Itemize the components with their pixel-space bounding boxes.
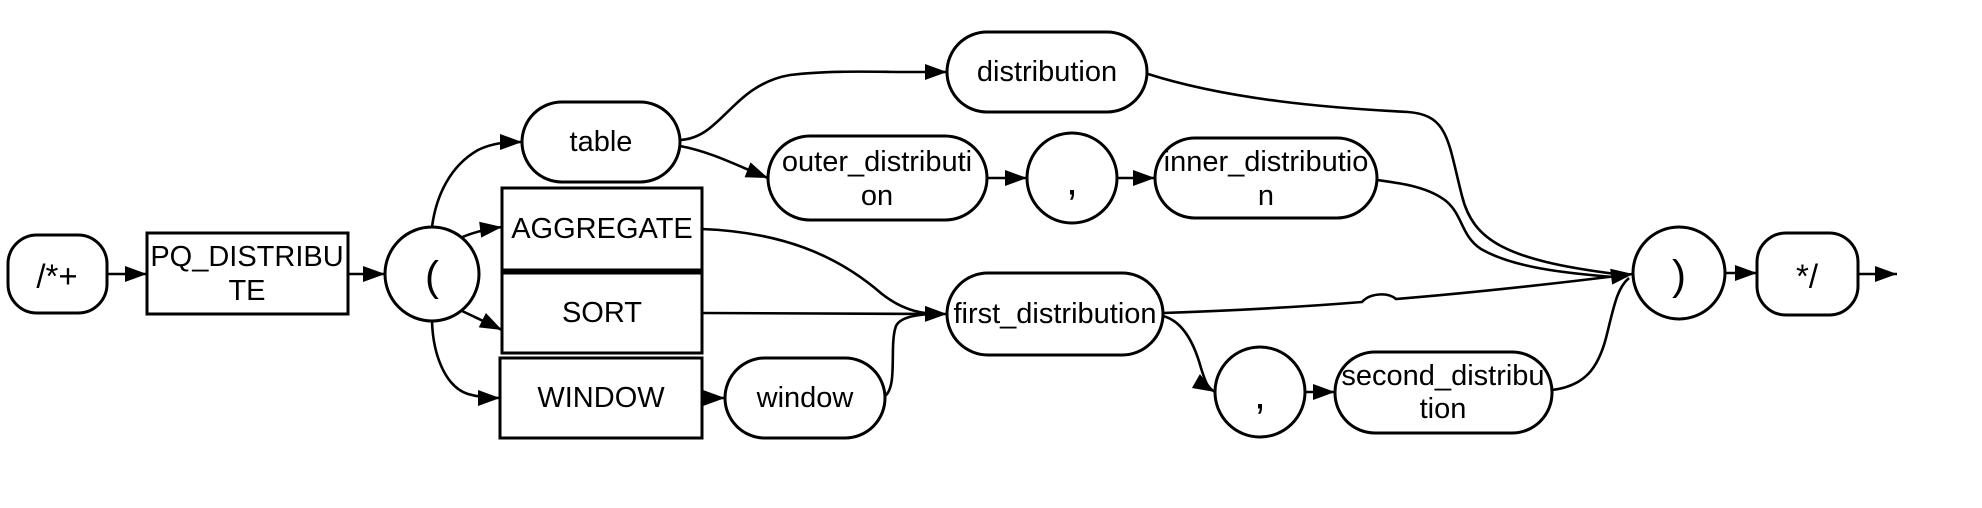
node-outer-distribution: outer_distributi on (766, 134, 989, 222)
edge-window-to-first-distribution (884, 312, 941, 398)
edge-first-distribution-to-comma2 (1162, 314, 1216, 394)
aggregate-box (500, 186, 704, 272)
edge-open-paren-to-table (430, 134, 523, 228)
comma-1-circle (1025, 131, 1119, 225)
edge-first-distribution-to-close-paren (1162, 268, 1634, 315)
node-pq-distribute: PQ_DISTRIBU TE (145, 231, 350, 316)
node-end-comment: */ (1755, 231, 1860, 317)
sort-label: SORT (562, 297, 642, 329)
node-inner-distribution: inner_distributio n (1153, 136, 1379, 220)
inner-distribution-pill (1153, 136, 1379, 220)
node-sort: SORT (500, 271, 704, 355)
comma-1-label: , (1066, 157, 1078, 204)
pq-distribute-box (145, 231, 350, 316)
second-distribution-pill (1333, 350, 1554, 435)
outer-distribution-pill (766, 134, 989, 222)
node-first-distribution: first_distribution (945, 271, 1165, 357)
aggregate-label: AGGREGATE (511, 213, 693, 245)
edge-second-distribution-to-close-paren (1551, 277, 1630, 392)
edge-inner-to-close-paren (1376, 178, 1615, 279)
edge-distribution-to-close-paren (1147, 72, 1617, 276)
table-pill (520, 100, 682, 184)
distribution-pill (945, 30, 1149, 114)
close-paren-label: ) (1672, 252, 1686, 299)
second-distribution-label-line1: second_distribu (1341, 360, 1544, 392)
edge-table-to-distribution (679, 64, 947, 142)
node-table: table (520, 100, 682, 184)
node-comma-2: , (1213, 345, 1307, 439)
node-distribution: distribution (945, 30, 1149, 114)
node-comma-1: , (1025, 131, 1119, 225)
start-comment-pill (6, 233, 109, 315)
node-window: window (723, 356, 887, 440)
edge-sort-to-first-distribution (701, 305, 948, 322)
comma-2-circle (1213, 345, 1307, 439)
node-second-distribution: second_distribu tion (1333, 350, 1554, 435)
sort-box (500, 271, 704, 355)
end-comment-label: */ (1796, 258, 1819, 295)
first-distribution-label: first_distribution (953, 298, 1156, 330)
second-distribution-label-line2: tion (1420, 393, 1467, 425)
open-paren-label: ( (425, 253, 439, 300)
edge-aggregate-to-first-distribution (701, 227, 941, 316)
first-distribution-pill (945, 271, 1165, 357)
window-label: window (756, 382, 855, 414)
node-aggregate: AGGREGATE (500, 186, 704, 272)
end-comment-pill (1755, 231, 1860, 317)
diagram-nodes: /*+ PQ_DISTRIBU TE ( table AGGREGATE SOR… (6, 30, 1860, 440)
open-paren-circle (383, 225, 481, 323)
window-keyword-box (498, 356, 704, 440)
diagram-edges (107, 64, 1897, 406)
pq-distribute-label-line2: TE (228, 275, 265, 307)
node-start-comment: /*+ (6, 233, 109, 315)
pq-distribute-label-line1: PQ_DISTRIBU (150, 241, 343, 273)
outer-distribution-label-line1: outer_distributi (782, 146, 972, 178)
node-open-paren: ( (383, 225, 481, 323)
node-window-keyword: WINDOW (498, 356, 704, 440)
close-paren-circle (1631, 225, 1727, 321)
edge-table-to-outer-distribution (679, 144, 769, 180)
start-comment-label: /*+ (36, 258, 77, 295)
inner-distribution-label-line1: inner_distributio (1164, 146, 1369, 178)
distribution-label: distribution (977, 56, 1117, 88)
node-close-paren: ) (1631, 225, 1727, 321)
window-pill (723, 356, 887, 440)
inner-distribution-label-line2: n (1258, 180, 1274, 212)
outer-distribution-label-line2: on (861, 180, 893, 212)
table-label: table (570, 126, 633, 158)
window-keyword-label: WINDOW (537, 382, 665, 414)
comma-2-label: , (1254, 371, 1266, 418)
edge-open-paren-to-window (430, 320, 501, 406)
